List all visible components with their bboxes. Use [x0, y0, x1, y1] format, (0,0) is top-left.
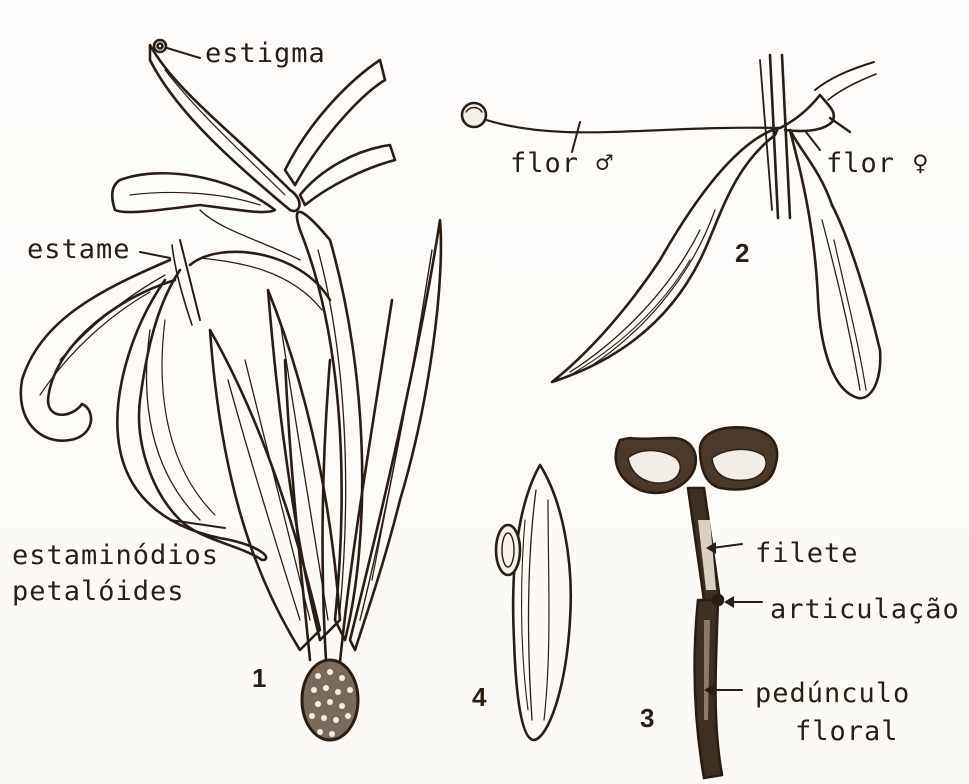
spadix-base [302, 660, 358, 740]
stigma-coil [154, 40, 166, 52]
figure-number-2: 2 [735, 240, 749, 266]
figure-number-1: 1 [252, 665, 266, 691]
label-estigma: estigma [205, 40, 326, 67]
label-articulacao: articulação [770, 596, 960, 623]
figure-number-3: 3 [640, 705, 654, 731]
label-estaminodios: estaminódios [12, 542, 219, 569]
right-petal [350, 220, 441, 650]
figure-2-inflorescence [462, 55, 880, 398]
middle-tepals [210, 212, 362, 650]
label-pedunculo: pedúnculo [755, 680, 910, 707]
upper-tepals [112, 45, 395, 260]
label-petaloides: petalóides [12, 578, 185, 605]
figure-1-flower [21, 40, 441, 740]
figure-number-4: 4 [472, 684, 486, 710]
label-floral: floral [795, 718, 899, 745]
label-filete: filete [755, 540, 859, 567]
figure-4-staminode [496, 465, 571, 740]
label-flor-male: flor ♂ [510, 150, 614, 177]
label-estame: estame [27, 236, 131, 263]
label-flor-female: flor ♀ [826, 150, 930, 177]
